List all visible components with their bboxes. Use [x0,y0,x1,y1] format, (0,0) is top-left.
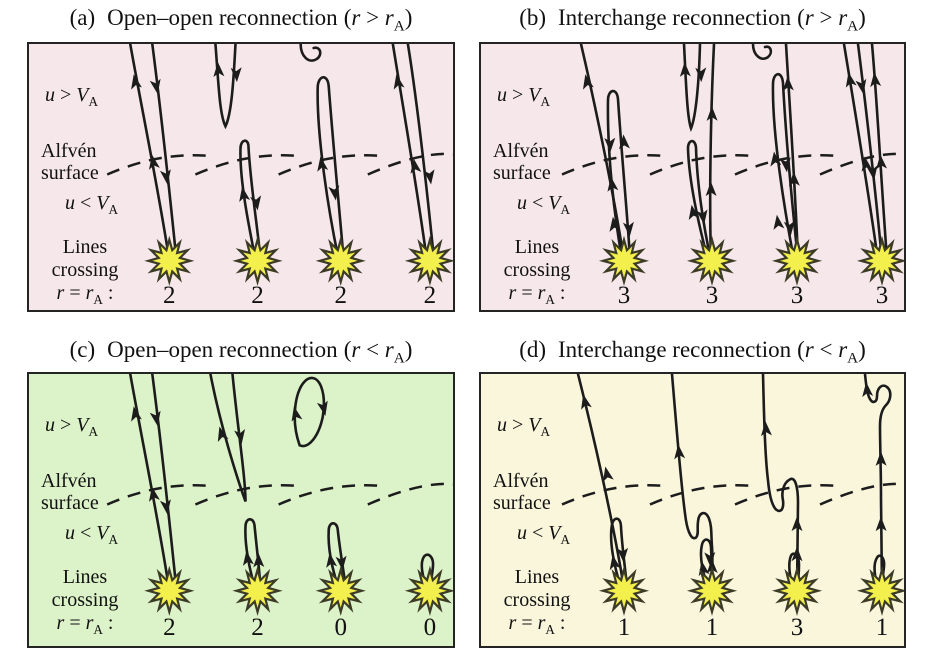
panel-a-diagram: 2 2 2 2 [106,44,453,309]
panel-d-name: Interchange reconnection [558,337,792,362]
crossing-count: 2 [163,614,176,641]
crossing-count: 1 [876,614,888,641]
crossing-counts: 1 1 3 1 [618,614,888,641]
label-u-gt-va: u > VA [497,84,551,109]
crossing-count: 3 [706,282,718,309]
star-icon [407,238,453,283]
star-icon [318,568,363,613]
crossing-count: 3 [618,282,630,309]
crossing-count: 3 [876,282,888,309]
crossing-count: 2 [251,614,264,641]
panel-c-diagram: 2 2 0 0 [106,374,453,641]
crossing-count: 2 [334,282,347,309]
arrowheads [128,61,437,212]
star-icon [859,568,904,613]
source-stars [601,568,904,613]
label-u-lt-va: u < VA [65,522,119,547]
star-icon [601,568,647,613]
panel-c-tag: (c) [69,337,96,362]
panel-c-title: (c) Open–open reconnection(r < rA) [27,337,455,368]
crossing-count: 0 [334,614,347,641]
field-lines [128,44,436,263]
star-icon [318,238,363,283]
source-stars [147,238,453,283]
star-icon [407,568,453,613]
arrowheads [577,381,887,577]
crossing-counts: 3 3 3 3 [618,282,888,309]
crossing-count: 1 [706,614,718,641]
alfven-surface-dashes [561,482,904,506]
panel-d-diagram: 1 1 3 1 [561,374,904,641]
crossing-count: 2 [163,282,176,309]
label-u-lt-va: u < VA [517,192,571,217]
alfven-surface-dashes [561,152,904,176]
crossing-count: 3 [791,282,803,309]
label-u-lt-va: u < VA [517,522,571,547]
panel-b-name: Interchange reconnection [558,5,792,30]
source-stars [601,238,904,283]
star-icon [147,568,192,613]
panel-d-title: (d) Interchange reconnection(r < rA) [479,337,906,368]
crossing-count: 2 [251,282,264,309]
crossing-counts: 2 2 0 0 [163,614,436,641]
star-icon [147,238,192,283]
star-icon [774,568,820,613]
panel-a-condition: (r > rA) [343,5,413,35]
panel-d-condition: (r < rA) [797,337,866,367]
star-icon [859,238,904,283]
crossing-counts: 2 2 2 2 [163,282,436,309]
field-lines [576,374,892,593]
panel-a-tag: (a) [69,5,96,30]
crossing-count: 3 [791,614,803,641]
panel-d-tag: (d) [519,337,547,362]
source-stars [147,568,453,613]
label-u-gt-va: u > VA [45,84,99,109]
star-icon [689,568,735,613]
label-u-gt-va: u > VA [45,414,99,439]
field-lines [579,44,889,263]
panel-c-condition: (r < rA) [343,337,413,367]
crossing-count: 1 [618,614,630,641]
crossing-count: 0 [424,614,437,641]
star-icon [601,238,647,283]
label-u-lt-va: u < VA [65,192,119,217]
star-icon [689,238,735,283]
alfven-surface-dashes [106,482,453,506]
panel-b-diagram: 3 3 3 3 [561,44,904,309]
panel-b-condition: (r > rA) [797,5,866,35]
star-icon [774,238,820,283]
panel-c-name: Open–open reconnection [107,337,338,362]
panel-a-name: Open–open reconnection [107,5,338,30]
alfven-surface-dashes [106,152,453,176]
star-icon [235,238,280,283]
panel-b-title: (b) Interchange reconnection(r > rA) [479,5,906,36]
panel-b-tag: (b) [519,5,547,30]
crossing-count: 2 [424,282,437,309]
panel-a-title: (a) Open–open reconnection(r > rA) [27,5,455,36]
field-lines [128,374,435,593]
star-icon [235,568,280,613]
label-u-gt-va: u > VA [497,414,551,439]
